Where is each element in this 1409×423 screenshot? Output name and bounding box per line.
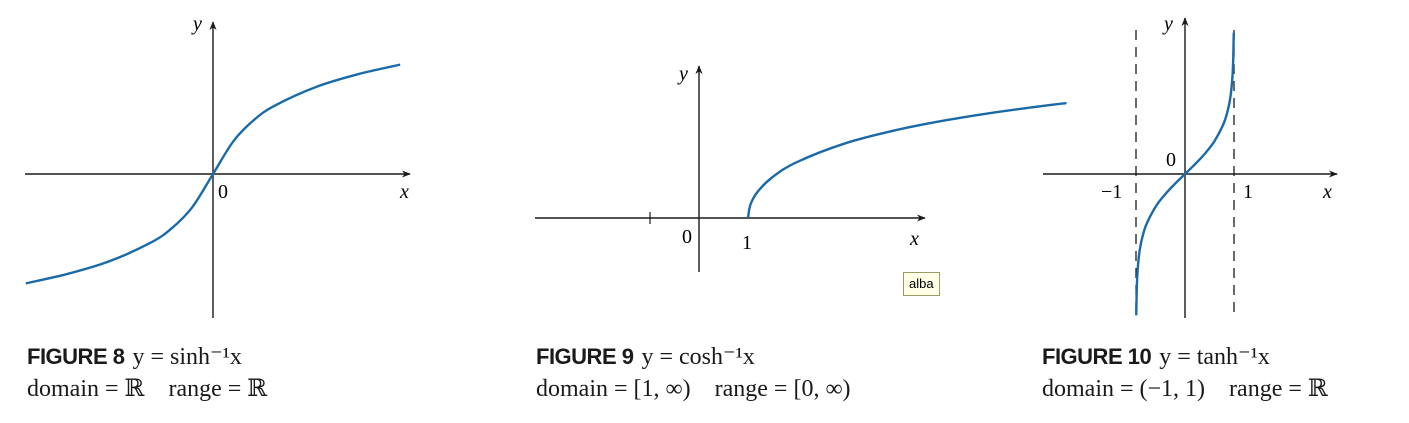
figure-10-plot: y x 0 −1 1 xyxy=(1043,13,1338,318)
figure-9-range: range = [0, ∞) xyxy=(714,376,851,402)
figure-10-caption: FIGURE 10 y = tanh⁻¹x domain = (−1, 1) ran… xyxy=(1042,341,1328,405)
figure-10-label: FIGURE 10 xyxy=(1042,344,1152,369)
fig10-y-axis-label: y xyxy=(1162,13,1173,35)
figure-8-plot: y x 0 xyxy=(25,13,411,318)
fig9-curve-acosh xyxy=(746,101,1067,219)
figure-10-equation: y = tanh⁻¹x xyxy=(1159,344,1270,370)
figure-8-range: range = ℝ xyxy=(168,376,268,402)
fig8-x-axis-label: x xyxy=(399,181,409,203)
figure-9-equation: y = cosh⁻¹x xyxy=(641,344,755,370)
figure-10-domain: domain = (−1, 1) xyxy=(1042,376,1206,402)
figure-10-range: range = ℝ xyxy=(1229,376,1328,402)
fig10-x-axis-label: x xyxy=(1322,181,1332,203)
figure-9-caption: FIGURE 9 y = cosh⁻¹x domain = [1, ∞) range… xyxy=(536,341,851,405)
figure-8-domain: domain = ℝ xyxy=(27,376,145,402)
fig9-origin-label: 0 xyxy=(682,226,692,248)
fig9-tick-label-1: 1 xyxy=(742,232,752,254)
figure-9-label: FIGURE 9 xyxy=(536,344,634,369)
figure-9-domain: domain = [1, ∞) xyxy=(536,376,691,402)
fig10-curve-atanh xyxy=(1135,32,1235,316)
fig9-x-axis-label: x xyxy=(909,228,919,250)
figure-8-label: FIGURE 8 xyxy=(27,344,125,369)
fig8-curve-asinh xyxy=(25,63,401,285)
figure-9-plot: y x 0 1 xyxy=(535,63,1067,272)
fig8-y-axis-label: y xyxy=(191,13,202,35)
fig8-origin-label: 0 xyxy=(218,181,228,203)
fig10-tick-label-minus1: −1 xyxy=(1101,181,1122,203)
tooltip-alba: alba xyxy=(903,272,940,296)
fig10-origin-label: 0 xyxy=(1166,149,1176,171)
fig10-tick-label-1: 1 xyxy=(1243,181,1253,203)
figure-8-caption: FIGURE 8 y = sinh⁻¹x domain = ℝ range = ℝ xyxy=(27,341,267,405)
fig9-y-axis-label: y xyxy=(677,63,688,85)
figure-8-equation: y = sinh⁻¹x xyxy=(132,344,242,370)
